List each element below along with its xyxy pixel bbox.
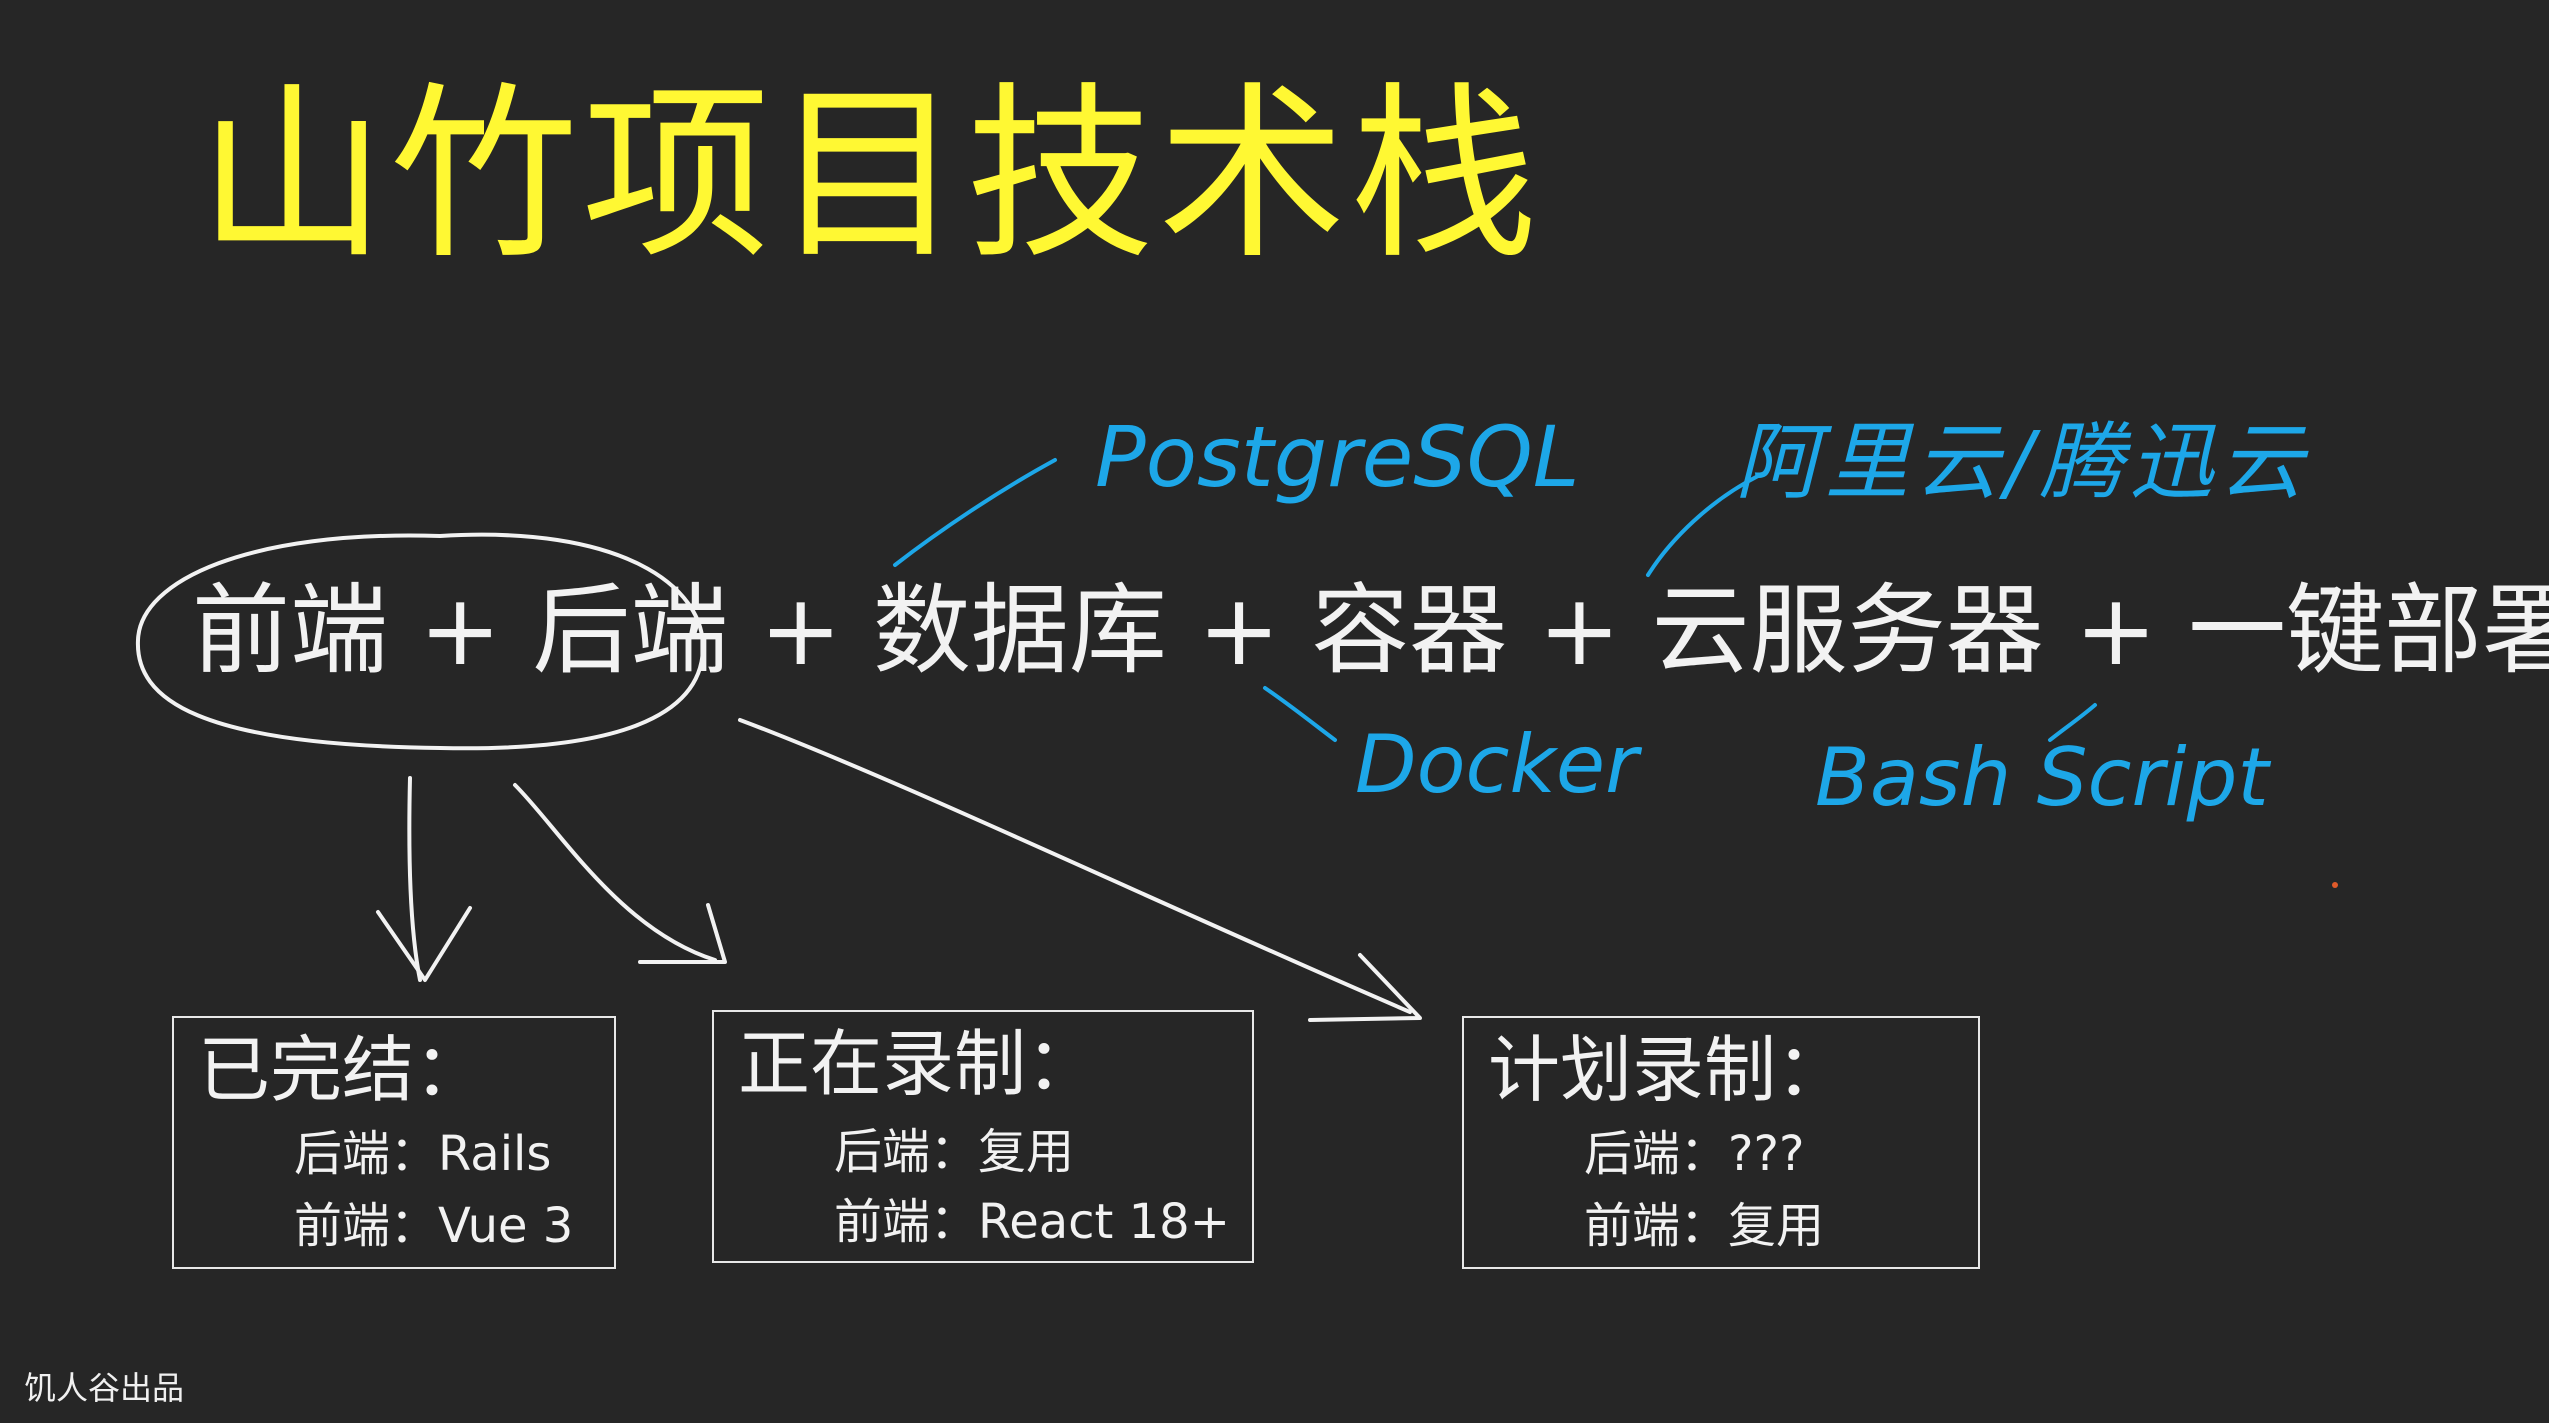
postgres-annotation: PostgreSQL <box>1095 408 1580 506</box>
cloud-connector <box>1646 473 1762 577</box>
box-recording-backend: 后端：复用 <box>834 1124 1075 1180</box>
stray-dot <box>2332 882 2338 888</box>
box-planned: 计划录制： 后端：??? 前端：复用 <box>1462 1016 1980 1269</box>
box-planned-frontend: 前端：复用 <box>1584 1198 1825 1254</box>
arrow-to-planned <box>738 718 1412 1014</box>
arrow-to-done-head <box>376 906 472 982</box>
docker-connector <box>1263 686 1337 742</box>
postgres-connector <box>893 458 1057 567</box>
page-title: 山竹项目技术栈 <box>198 66 1542 285</box>
box-recording-heading: 正在录制： <box>738 1022 1099 1106</box>
arrow-to-done <box>407 776 422 982</box>
box-planned-heading: 计划录制： <box>1488 1028 1849 1112</box>
frontend-backend-circle <box>135 532 706 751</box>
box-completed-backend: 后端：Rails <box>294 1126 552 1182</box>
box-completed: 已完结： 后端：Rails 前端：Vue 3 <box>172 1016 616 1269</box>
box-recording-frontend: 前端：React 18+ <box>834 1194 1230 1250</box>
arrow-to-recording <box>513 783 717 962</box>
docker-annotation: Docker <box>1355 718 1638 811</box>
stack-line: 前端 + 后端 + 数据库 + 容器 + 云服务器 + 一键部署 <box>192 574 2549 688</box>
footer-credit: 饥人谷出品 <box>24 1369 185 1407</box>
box-completed-heading: 已完结： <box>198 1028 487 1112</box>
arrow-to-planned-head <box>1308 953 1422 1022</box>
arrow-to-recording-head <box>638 903 727 964</box>
bash-annotation: Bash Script <box>1815 731 2269 824</box>
cloud-annotation: 阿里云/腾迅云 <box>1735 413 2310 511</box>
bash-connector <box>2048 703 2097 742</box>
box-planned-backend: 后端：??? <box>1584 1126 1805 1182</box>
box-completed-frontend: 前端：Vue 3 <box>294 1198 574 1254</box>
box-recording: 正在录制： 后端：复用 前端：React 18+ <box>712 1010 1254 1263</box>
